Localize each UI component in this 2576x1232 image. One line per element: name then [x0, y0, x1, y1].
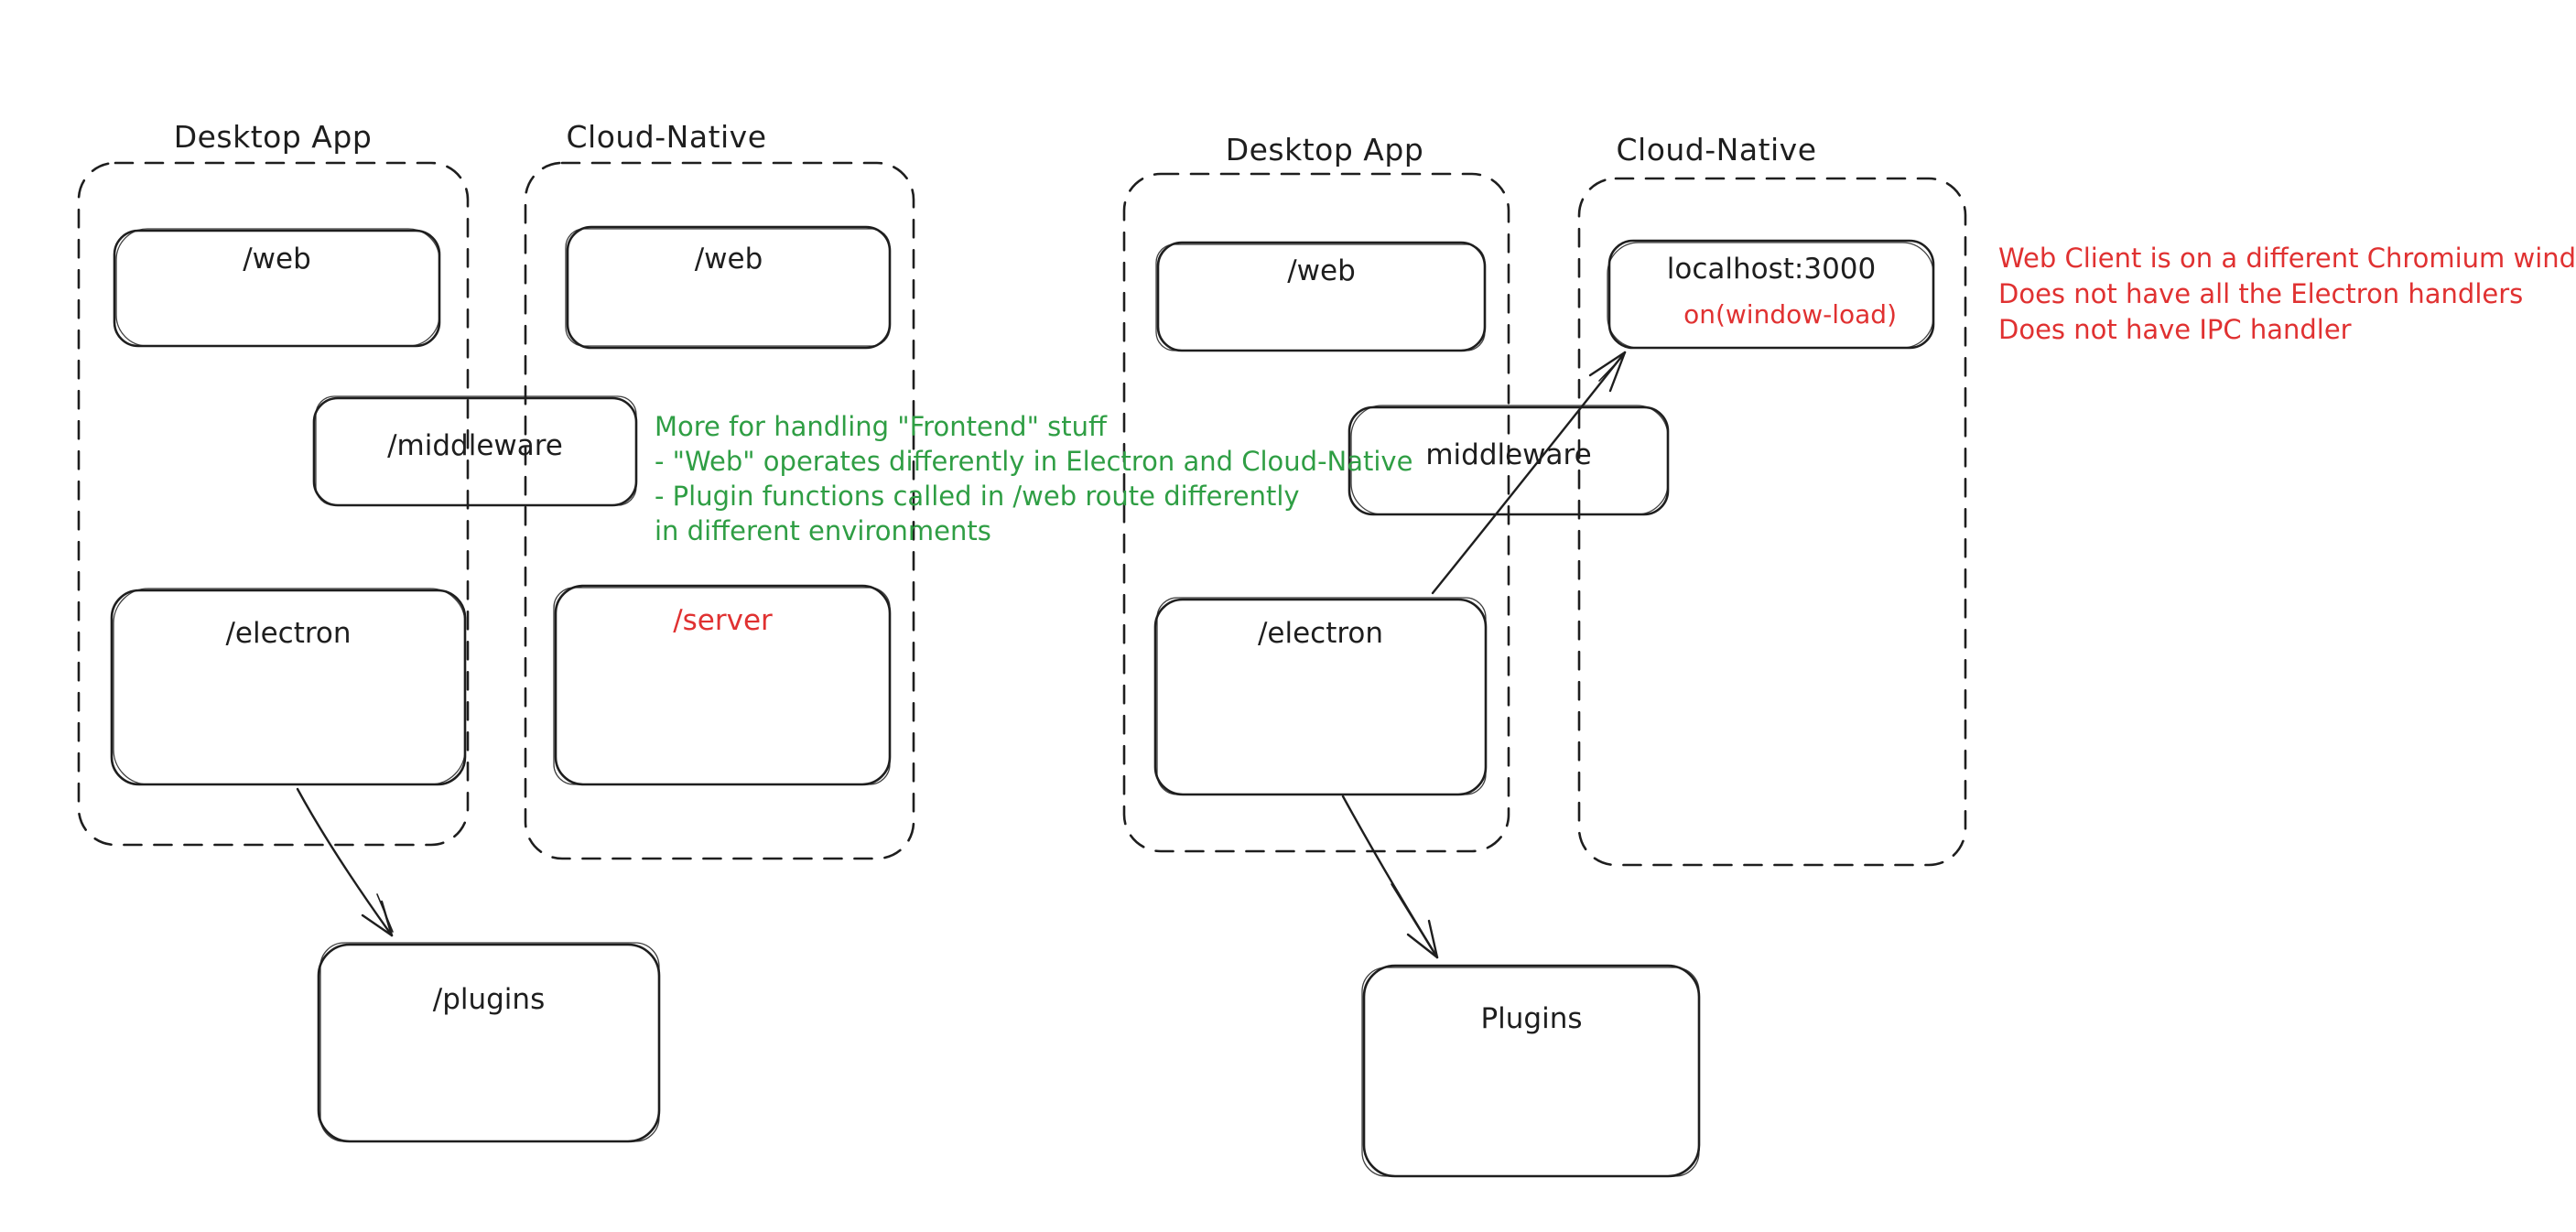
right-localhost-label: localhost:3000 [1666, 253, 1877, 286]
green-annotation-line: More for handling "Frontend" stuff [655, 411, 1107, 442]
left-middleware-label: /middleware [387, 429, 563, 462]
left-plugins-label: /plugins [432, 983, 546, 1016]
left-electron-label: /electron [225, 617, 352, 650]
right-electron-label: /electron [1257, 617, 1384, 650]
green-annotation-line: - Plugin functions called in /web route … [655, 481, 1300, 512]
green-annotation: More for handling "Frontend" stuff - "We… [655, 409, 1412, 548]
red-annotation-line: Does not have all the Electron handlers [1998, 278, 2524, 309]
right-cloud-container [1577, 177, 1967, 867]
left-web-cloud-label: /web [694, 243, 763, 276]
left-desktop-container [77, 161, 470, 847]
arrow-left-electron-to-plugins [296, 787, 394, 937]
left-plugins-box [317, 943, 661, 1143]
left-server-label: /server [673, 604, 773, 637]
right-desktop-title: Desktop App [1225, 132, 1424, 168]
right-plugins-label: Plugins [1480, 1002, 1583, 1035]
arrow-right-electron-to-localhost [1431, 351, 1627, 595]
right-desktop-container [1122, 172, 1510, 853]
arrow-right-electron-to-plugins [1341, 794, 1439, 959]
right-middleware-label: middleware [1425, 438, 1592, 471]
red-annotation: Web Client is on a different Chromium wi… [1998, 241, 2576, 348]
right-web-desktop-label: /web [1287, 254, 1356, 287]
red-annotation-line: Does not have IPC handler [1998, 314, 2352, 345]
left-web-desktop-label: /web [243, 243, 311, 276]
red-annotation-line: Web Client is on a different Chromium wi… [1998, 243, 2576, 274]
right-cloud-title: Cloud-Native [1616, 132, 1817, 168]
left-desktop-title: Desktop App [173, 119, 373, 155]
left-cloud-container [524, 161, 915, 860]
green-annotation-line: - "Web" operates differently in Electron… [655, 446, 1413, 477]
green-annotation-line: in different environments [655, 515, 991, 546]
right-window-load-label: on(window-load) [1683, 299, 1897, 330]
left-cloud-title: Cloud-Native [566, 119, 767, 155]
right-plugins-box [1362, 964, 1701, 1178]
